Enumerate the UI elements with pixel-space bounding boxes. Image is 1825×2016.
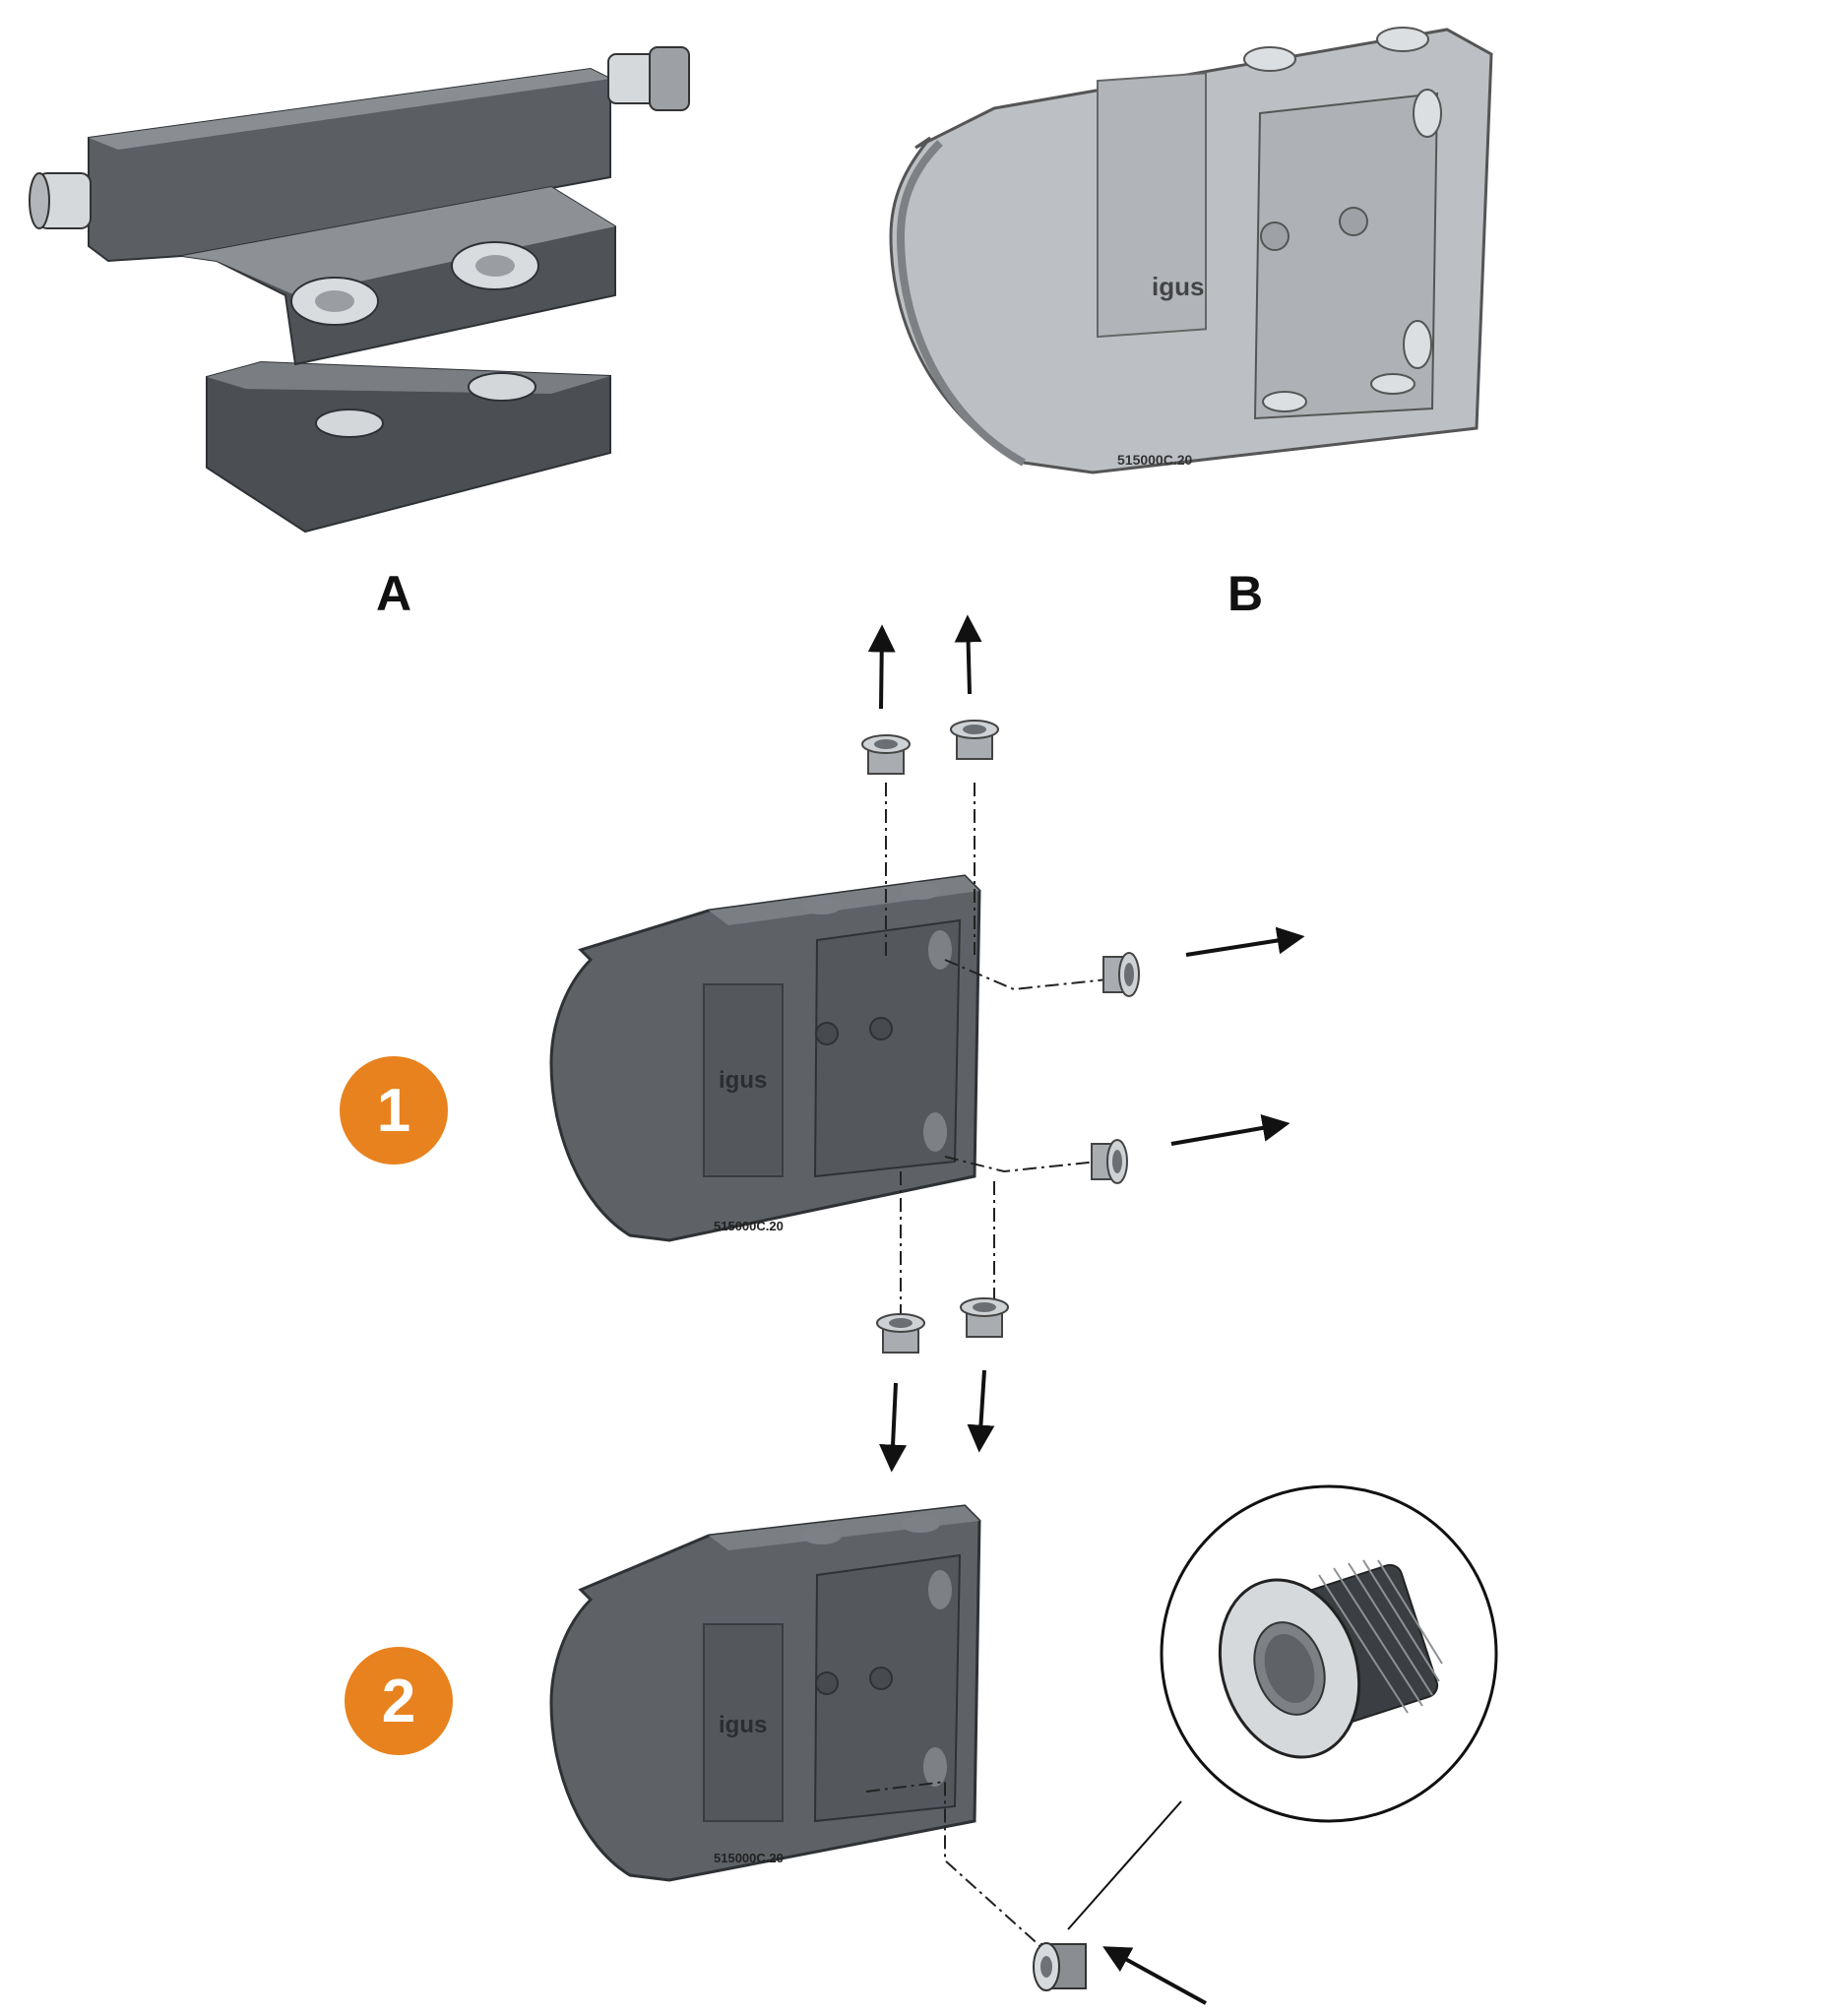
part-b-bracket: igus 515000C.20 xyxy=(889,27,1493,474)
step-1-badge: 1 xyxy=(340,1056,448,1165)
step-1-illustration: igus 515000C.20 xyxy=(549,614,1305,1473)
step-1-brand-mark: igus xyxy=(719,1067,767,1094)
step-2-marking: 515000C.20 xyxy=(714,1851,784,1865)
threaded-insert xyxy=(1033,1942,1087,1991)
detail-magnifier xyxy=(1160,1484,1498,1823)
step-2-illustration: igus 515000C.20 xyxy=(549,1484,1498,2005)
bracket-marking: 515000C.20 xyxy=(1117,452,1193,468)
brand-mark: igus xyxy=(1152,272,1204,301)
part-a-mounting-block xyxy=(29,46,690,534)
step-1-marking: 515000C.20 xyxy=(714,1219,784,1233)
step-2-badge: 2 xyxy=(345,1647,453,1755)
label-a: A xyxy=(376,566,411,621)
step-2-brand-mark: igus xyxy=(719,1712,767,1738)
label-b: B xyxy=(1227,566,1263,621)
